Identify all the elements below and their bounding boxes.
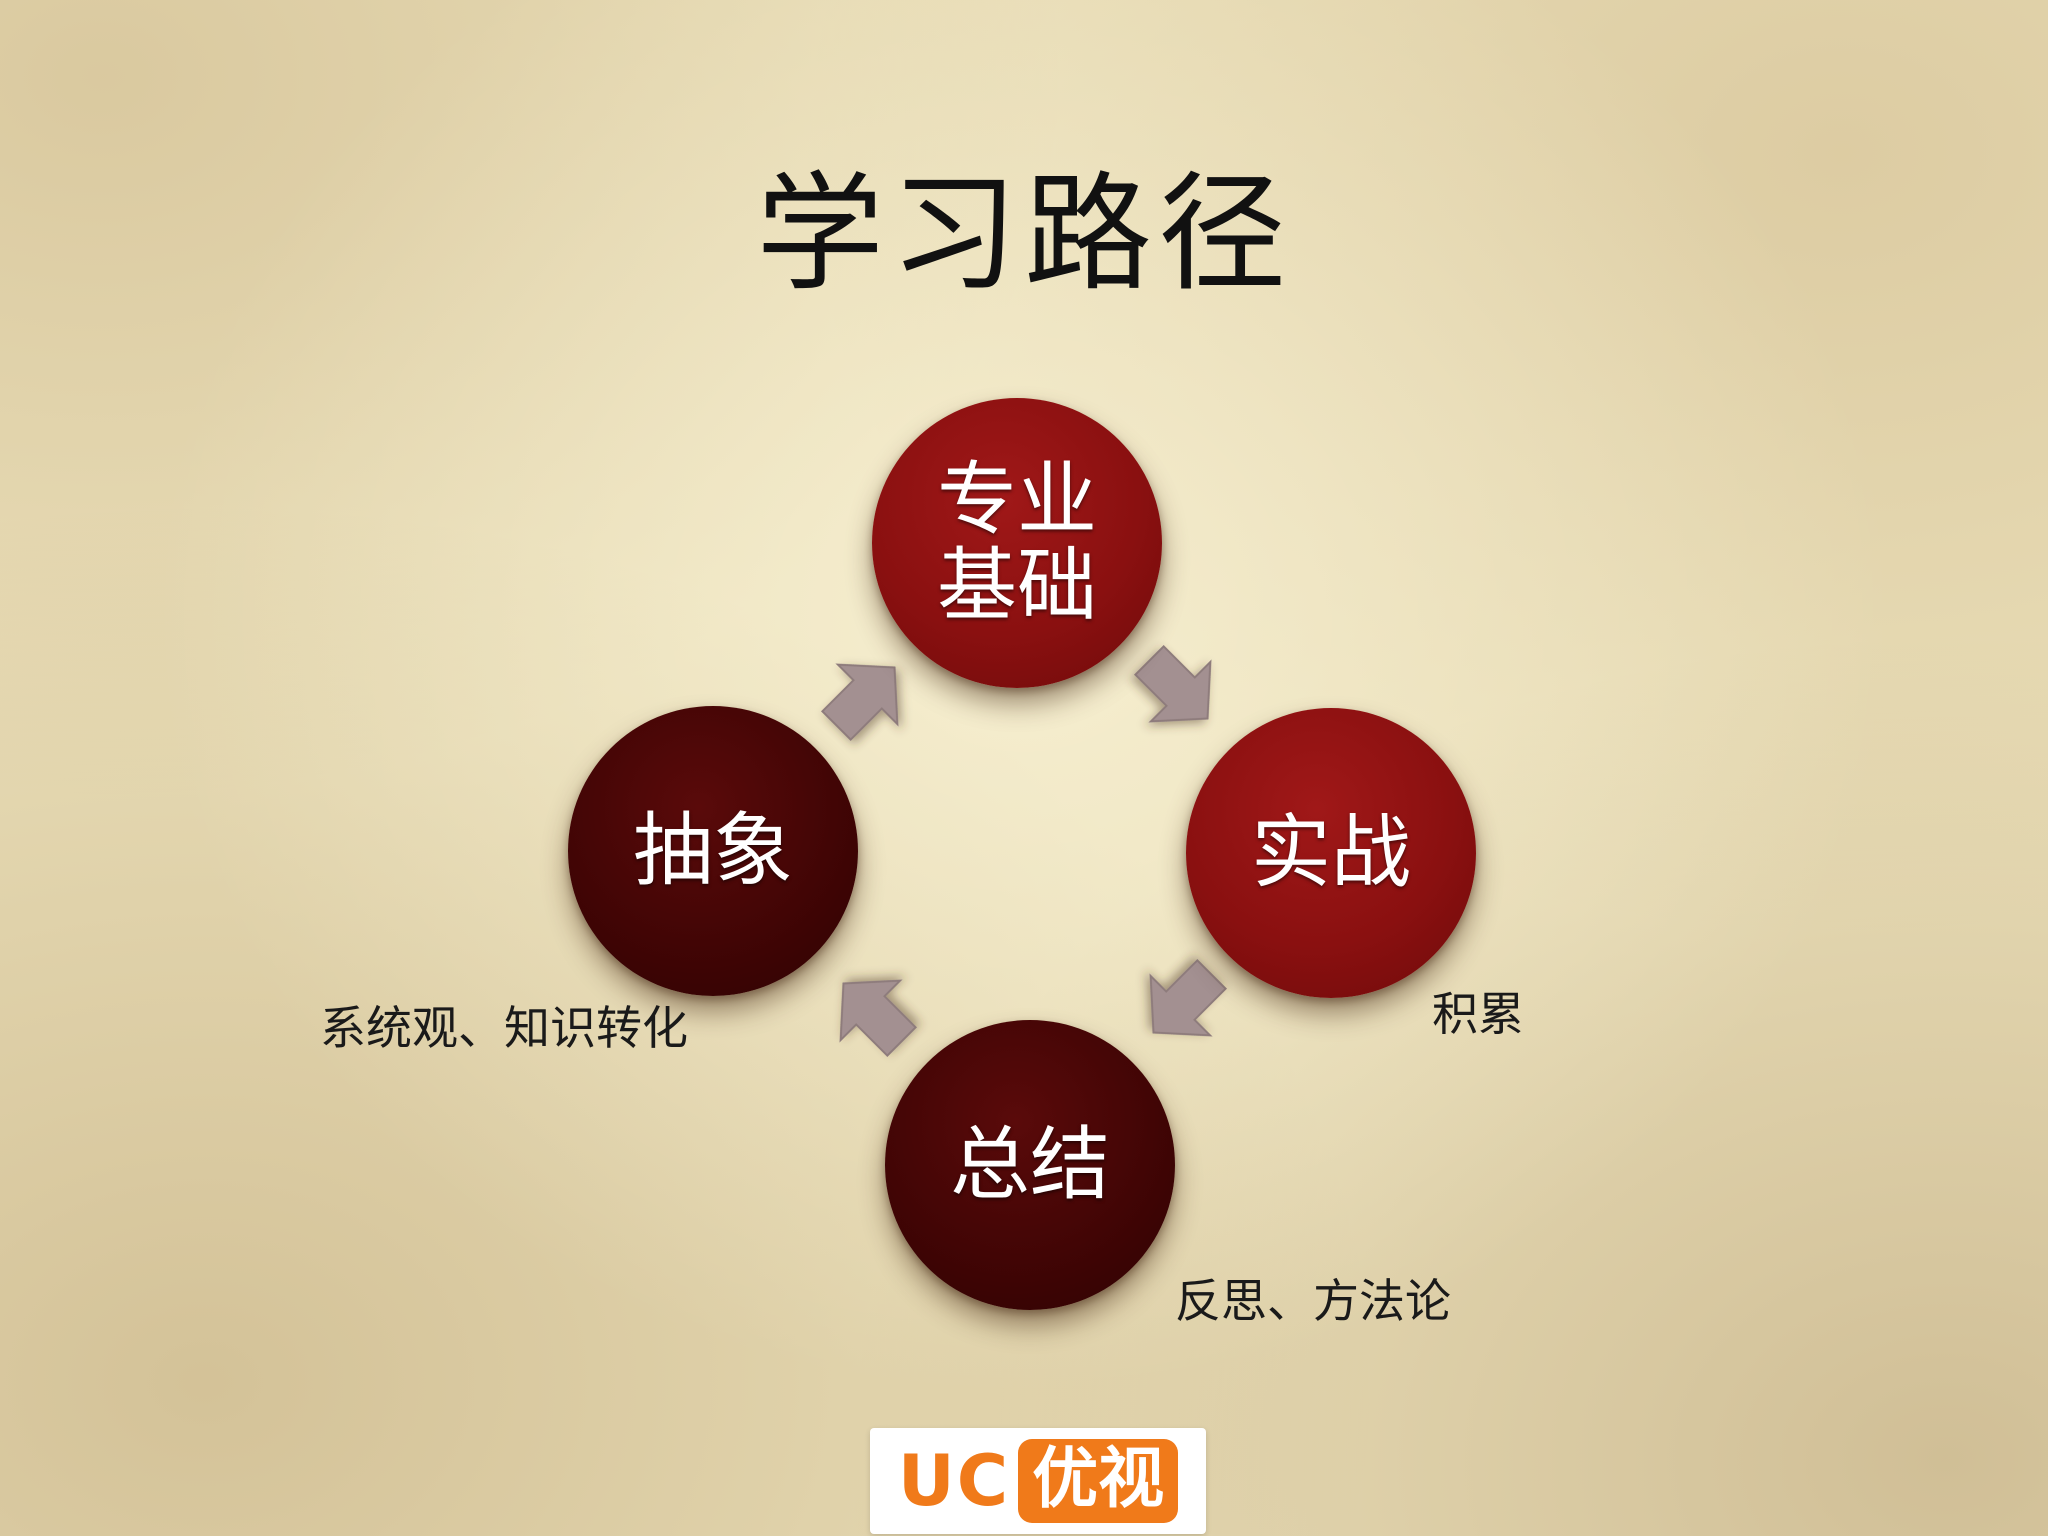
node-professional-foundation: 专业 基础 [872, 398, 1162, 688]
logo-uc-text: UC [897, 1440, 1011, 1522]
arrow-top-to-right [1118, 629, 1239, 750]
node-label: 总结 [950, 1118, 1110, 1211]
node-abstraction: 抽象 [568, 706, 858, 996]
page-title: 学习路径 [755, 160, 1292, 309]
arrow-left-to-top [805, 636, 926, 757]
note-practice: 积累 [1432, 987, 1524, 1041]
arrow-right-to-bottom [1122, 943, 1243, 1064]
note-abstraction: 系统观、知识转化 [320, 1001, 688, 1055]
node-practice: 实战 [1186, 708, 1476, 998]
arrow-bottom-to-left [812, 952, 933, 1073]
node-label: 实战 [1251, 806, 1411, 899]
uc-logo: UC 优视 [870, 1428, 1206, 1534]
logo-tag-text: 优视 [1018, 1439, 1179, 1523]
node-label: 抽象 [633, 804, 793, 897]
node-label: 专业 基础 [937, 453, 1097, 632]
node-summary: 总结 [885, 1020, 1175, 1310]
note-summary: 反思、方法论 [1175, 1274, 1451, 1328]
